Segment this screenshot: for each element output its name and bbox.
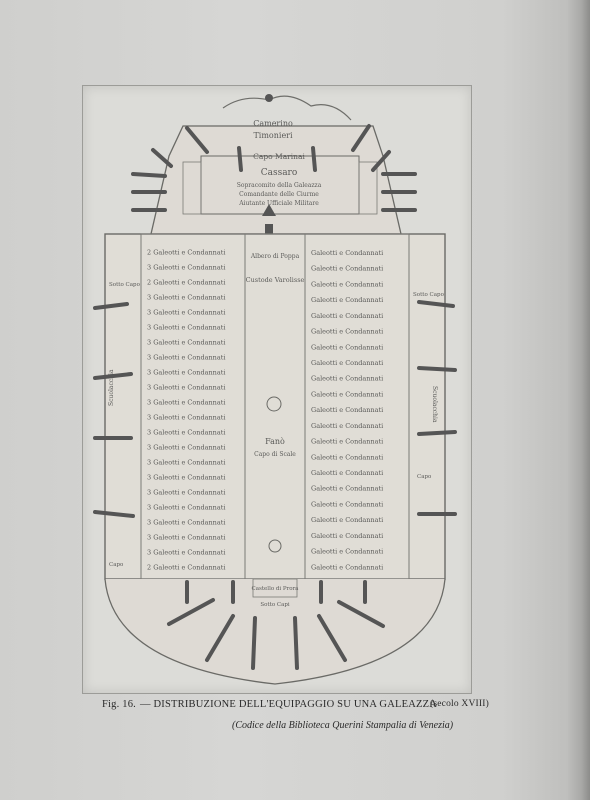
label-timonieri: Timonieri — [253, 131, 293, 140]
hull-body — [104, 233, 446, 580]
label-scuola-right: Scuolacchia — [431, 386, 438, 423]
left-row-label: 3 Galeotti e Condannati — [147, 294, 225, 302]
right-row-label: Galeotti e Condannati — [311, 280, 383, 288]
right-row-label: Galeotti e Condannati — [311, 563, 383, 571]
figure-source: (Codice della Biblioteca Querini Stampal… — [232, 720, 454, 731]
label-capo-right: Capo — [417, 474, 432, 480]
label-sotto-capo-left: Sotto Capo — [109, 282, 141, 288]
figure-label: Fig. 16. — [102, 699, 136, 710]
bell-icon — [262, 204, 276, 234]
right-row-label: Galeotti e Condannati — [311, 532, 383, 540]
left-row-label: 3 Galeotti e Condannati — [147, 309, 225, 317]
label-sotto-capo-right: Sotto Capo — [413, 292, 445, 298]
left-row-label: 3 Galeotti e Condannati — [147, 549, 225, 557]
left-row-label: 3 Galeotti e Condannati — [147, 354, 225, 362]
page-edge-shadow — [568, 0, 590, 800]
left-row-label: 3 Galeotti e Condannati — [147, 324, 225, 332]
label-center-mid2: Capo di Scale — [254, 451, 296, 458]
right-row-label: Galeotti e Condannati — [311, 265, 383, 273]
right-row-label: Galeotti e Condannati — [311, 328, 383, 336]
galleass-crew-drawing: Camerino Timonieri Capo Marinai Cassaro … — [82, 85, 472, 694]
label-sotto-capi: Sotto Capi — [260, 602, 290, 608]
right-row-label: Galeotti e Condannati — [311, 375, 383, 383]
label-center-mid: Fanò — [265, 437, 285, 446]
label-camerino: Camerino — [253, 119, 293, 128]
castello-box — [252, 578, 298, 598]
right-row-label: Galeotti e Condannati — [311, 548, 383, 556]
mainmast-circle — [266, 396, 282, 412]
right-row-label: Galeotti e Condannati — [311, 249, 383, 257]
left-row-label: 3 Galeotti e Condannati — [147, 519, 225, 527]
galleass-plan-svg: Camerino Timonieri Capo Marinai Cassaro … — [93, 94, 457, 685]
left-row-label: 3 Galeotti e Condannati — [147, 414, 225, 422]
right-row-label: Galeotti e Condannati — [311, 422, 383, 430]
stern-right-cabin — [358, 161, 378, 215]
right-row-label: Galeotti e Condannati — [311, 312, 383, 320]
right-row-label: Galeotti e Condannati — [311, 453, 383, 461]
right-row-label: Galeotti e Condannati — [311, 296, 383, 304]
figure-caption: Fig. 16. — DISTRIBUZIONE DELL'EQUIPAGGIO… — [0, 697, 590, 717]
foremast-circle — [268, 539, 282, 553]
stern-cannons — [131, 124, 417, 212]
left-row-label: 3 Galeotti e Condannati — [147, 489, 225, 497]
left-row-label: 3 Galeotti e Condannati — [147, 384, 225, 392]
left-row-label: 2 Galeotti e Condannati — [147, 249, 225, 257]
left-row-label: 3 Galeotti e Condannati — [147, 474, 225, 482]
right-row-label: Galeotti e Condannati — [311, 343, 383, 351]
left-row-label: 3 Galeotti e Condannati — [147, 444, 225, 452]
right-row-label: Galeotti e Condannati — [311, 359, 383, 367]
right-row-label: Galeotti e Condannati — [311, 516, 383, 524]
side-cannons — [93, 300, 457, 518]
label-cassaro-line1: Sopracomito della Galeazza — [237, 182, 322, 189]
bow-outline — [104, 578, 446, 685]
left-row-label: 3 Galeotti e Condannati — [147, 264, 225, 272]
figure-century: (secolo XVIII) — [430, 699, 489, 709]
label-cassaro-line2: Comandante delle Ciurme — [239, 191, 319, 198]
left-row-label: 3 Galeotti e Condannati — [147, 504, 225, 512]
label-castello: Castello di Prora — [252, 586, 300, 592]
stern-ornament — [222, 95, 352, 121]
left-row-label: 3 Galeotti e Condannati — [147, 534, 225, 542]
label-scuola-left: Scuolacchia — [108, 369, 115, 406]
stern-lantern — [265, 94, 273, 102]
left-row-label: 3 Galeotti e Condannati — [147, 399, 225, 407]
right-row-label: Galeotti e Condannati — [311, 390, 383, 398]
right-row-label: Galeotti e Condannati — [311, 438, 383, 446]
label-capo-marinai: Capo Marinai — [253, 152, 305, 161]
right-row-label: Galeotti e Condannati — [311, 485, 383, 493]
stern-hull-outline — [150, 125, 402, 235]
left-row-label: 3 Galeotti e Condannati — [147, 369, 225, 377]
left-row-label: 2 Galeotti e Condannati — [147, 279, 225, 287]
left-row-label: 3 Galeotti e Condannati — [147, 429, 225, 437]
label-center-top: Albero di Poppa — [250, 253, 300, 260]
label-cassaro-line3: Aiutante Ufficiale Militare — [238, 200, 319, 207]
label-capo-left: Capo — [109, 562, 124, 568]
bow-cannons — [167, 580, 385, 670]
rowing-rows: 2 Galeotti e Condannati 3 Galeotti e Cond… — [147, 249, 383, 572]
left-row-label: 3 Galeotti e Condannati — [147, 459, 225, 467]
label-cassaro: Cassaro — [261, 168, 298, 178]
label-center-upper: Custode Varolisse — [246, 276, 305, 284]
right-row-label: Galeotti e Condannati — [311, 500, 383, 508]
right-row-label: Galeotti e Condannati — [311, 406, 383, 414]
left-row-label: 2 Galeotti e Condannati — [147, 564, 225, 572]
left-row-label: 3 Galeotti e Condannati — [147, 339, 225, 347]
stern-left-cabin — [182, 161, 202, 215]
figure-title: — DISTRIBUZIONE DELL'EQUIPAGGIO SU UNA G… — [140, 699, 438, 710]
right-row-label: Galeotti e Condannati — [311, 469, 383, 477]
